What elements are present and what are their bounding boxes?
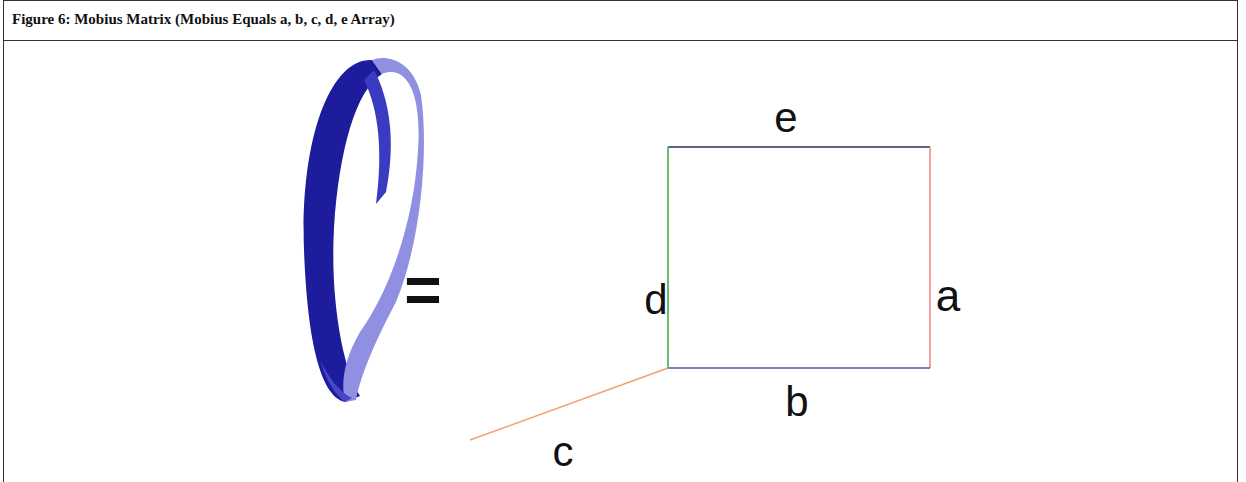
edge-label: d — [644, 279, 667, 321]
edge-line-c — [470, 368, 668, 440]
figure-title: Figure 6: Mobius Matrix (Mobius Equals a… — [12, 11, 395, 28]
edge-label: b — [785, 381, 808, 423]
edge-line-e — [668, 146, 930, 148]
mobius-strip — [304, 58, 424, 402]
figure-frame — [4, 1, 1238, 482]
edge-line-d — [667, 147, 669, 368]
edge-label: e — [774, 97, 797, 139]
edge-label: c — [553, 431, 574, 473]
header-rule — [4, 40, 1238, 41]
edge-line-b — [668, 367, 930, 369]
edge-line-a — [929, 147, 931, 368]
equals-sign: = — [404, 258, 441, 322]
edge-label: a — [936, 274, 960, 318]
